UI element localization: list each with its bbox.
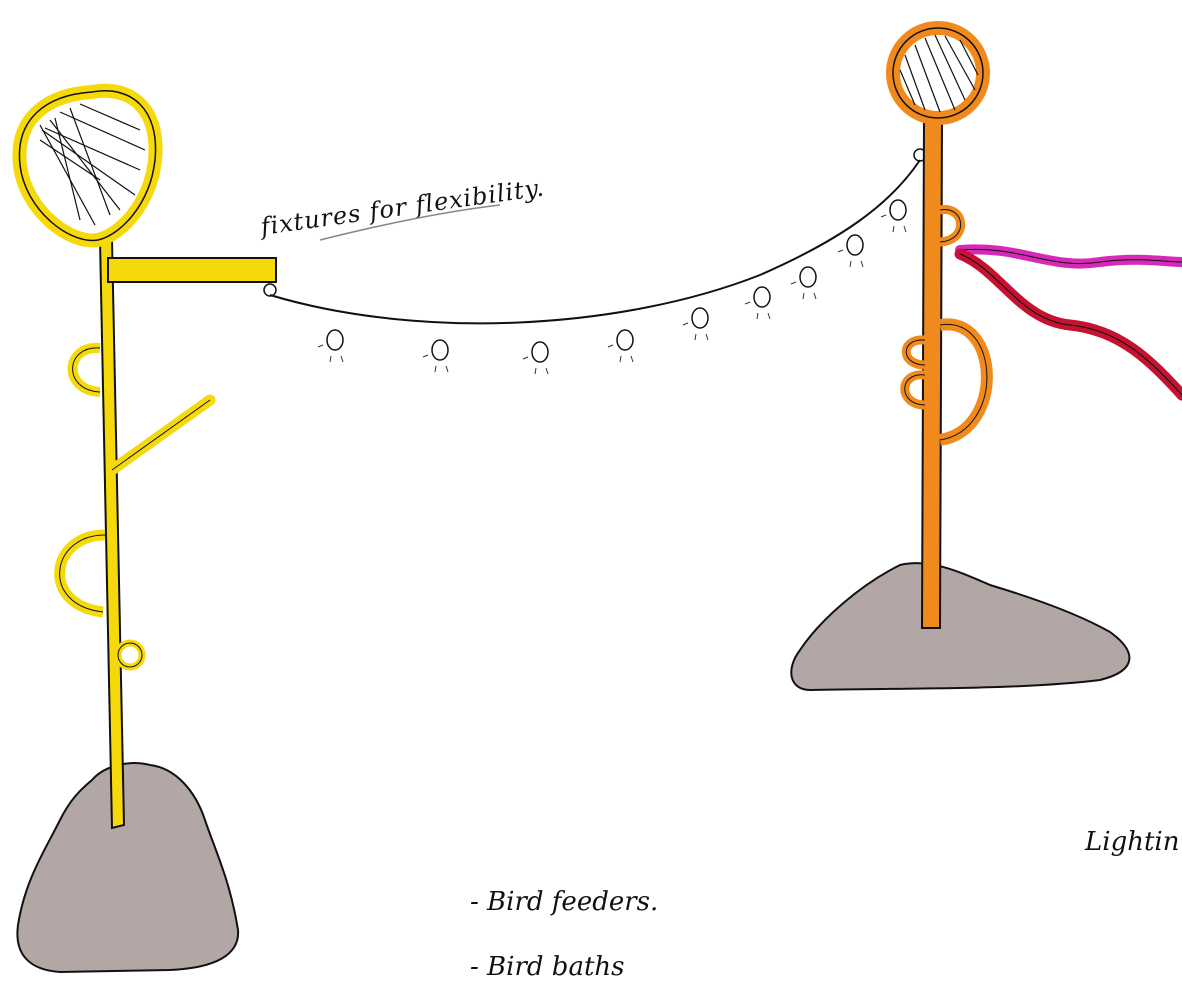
- left-hoop-mesh: [40, 104, 145, 225]
- note-bird-feeders: - Bird feeders.: [470, 887, 658, 917]
- string-lights: [264, 149, 926, 374]
- light-bulb: [432, 340, 448, 360]
- ribbon-red: [960, 254, 1182, 395]
- left-pole-arm: [108, 258, 276, 282]
- ribbon-magenta: [960, 249, 1182, 263]
- right-pole-hook-top: [940, 210, 961, 242]
- light-bulb: [617, 330, 633, 350]
- left-pole-group: [17, 91, 276, 972]
- right-pole-loop: [940, 324, 987, 440]
- note-bird-baths: - Bird baths: [470, 952, 625, 982]
- light-bulb: [692, 308, 708, 328]
- light-bulb: [754, 287, 770, 307]
- light-bulb: [532, 342, 548, 362]
- right-pole-group: [791, 28, 1182, 690]
- left-pole-loop: [60, 535, 105, 612]
- light-bulb: [327, 330, 343, 350]
- annotation-fixtures: fixtures for flexibility.: [257, 173, 546, 241]
- light-string-wire: [270, 160, 920, 323]
- label-lighting: Lightin: [1084, 827, 1179, 857]
- left-pole-hook-upper: [73, 348, 100, 392]
- left-pole-hoop: [19, 91, 155, 241]
- light-bulbs: [318, 200, 906, 374]
- left-attachment-ring: [264, 284, 276, 296]
- light-bulb: [847, 235, 863, 255]
- left-base-mound: [17, 763, 238, 972]
- right-base-mound: [791, 563, 1129, 690]
- light-bulb: [800, 267, 816, 287]
- light-bulb: [890, 200, 906, 220]
